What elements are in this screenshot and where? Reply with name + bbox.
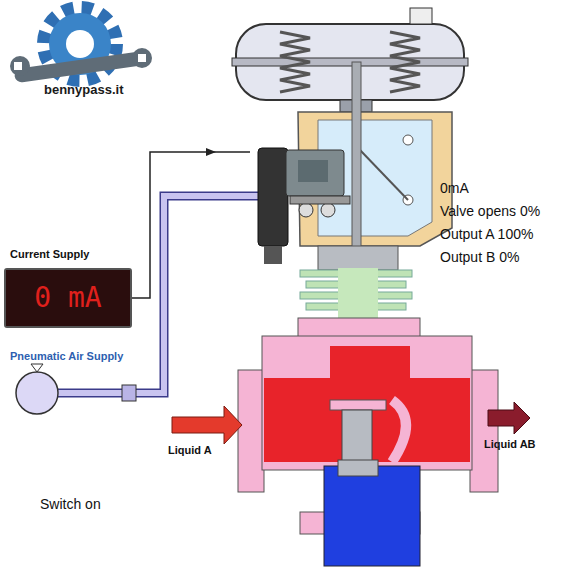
watermark: bennypass.it: [44, 82, 123, 97]
display-screen: 0 mA: [4, 268, 132, 328]
bonnet: [300, 246, 412, 320]
pipe-valve: [122, 385, 136, 401]
flow-arrow-out: [488, 402, 530, 434]
current-display: Current Supply 0 mA: [4, 248, 136, 332]
air-supply: Pneumatic Air Supply: [4, 352, 174, 416]
status-note: Output A 100%: [440, 226, 533, 242]
wire-arrow: [206, 148, 216, 156]
actuator: [232, 8, 468, 112]
yoke: [298, 112, 452, 246]
status-note: Output B 0%: [440, 249, 519, 265]
flow-label: Liquid A: [168, 444, 212, 456]
logo-gear: [10, 8, 152, 83]
flow-label: Liquid AB: [484, 438, 536, 450]
flow-arrow-in: [172, 406, 242, 444]
signal-wire: [132, 152, 250, 298]
display-value: 0 mA: [6, 270, 130, 326]
valve-body: [238, 318, 498, 566]
state-note: Switch on: [40, 496, 101, 512]
display-heading: Current Supply: [10, 248, 89, 260]
status-note: Valve opens 0%: [440, 203, 540, 219]
air-supply-heading: Pneumatic Air Supply: [10, 350, 123, 362]
status-note: 0mA: [440, 180, 469, 196]
